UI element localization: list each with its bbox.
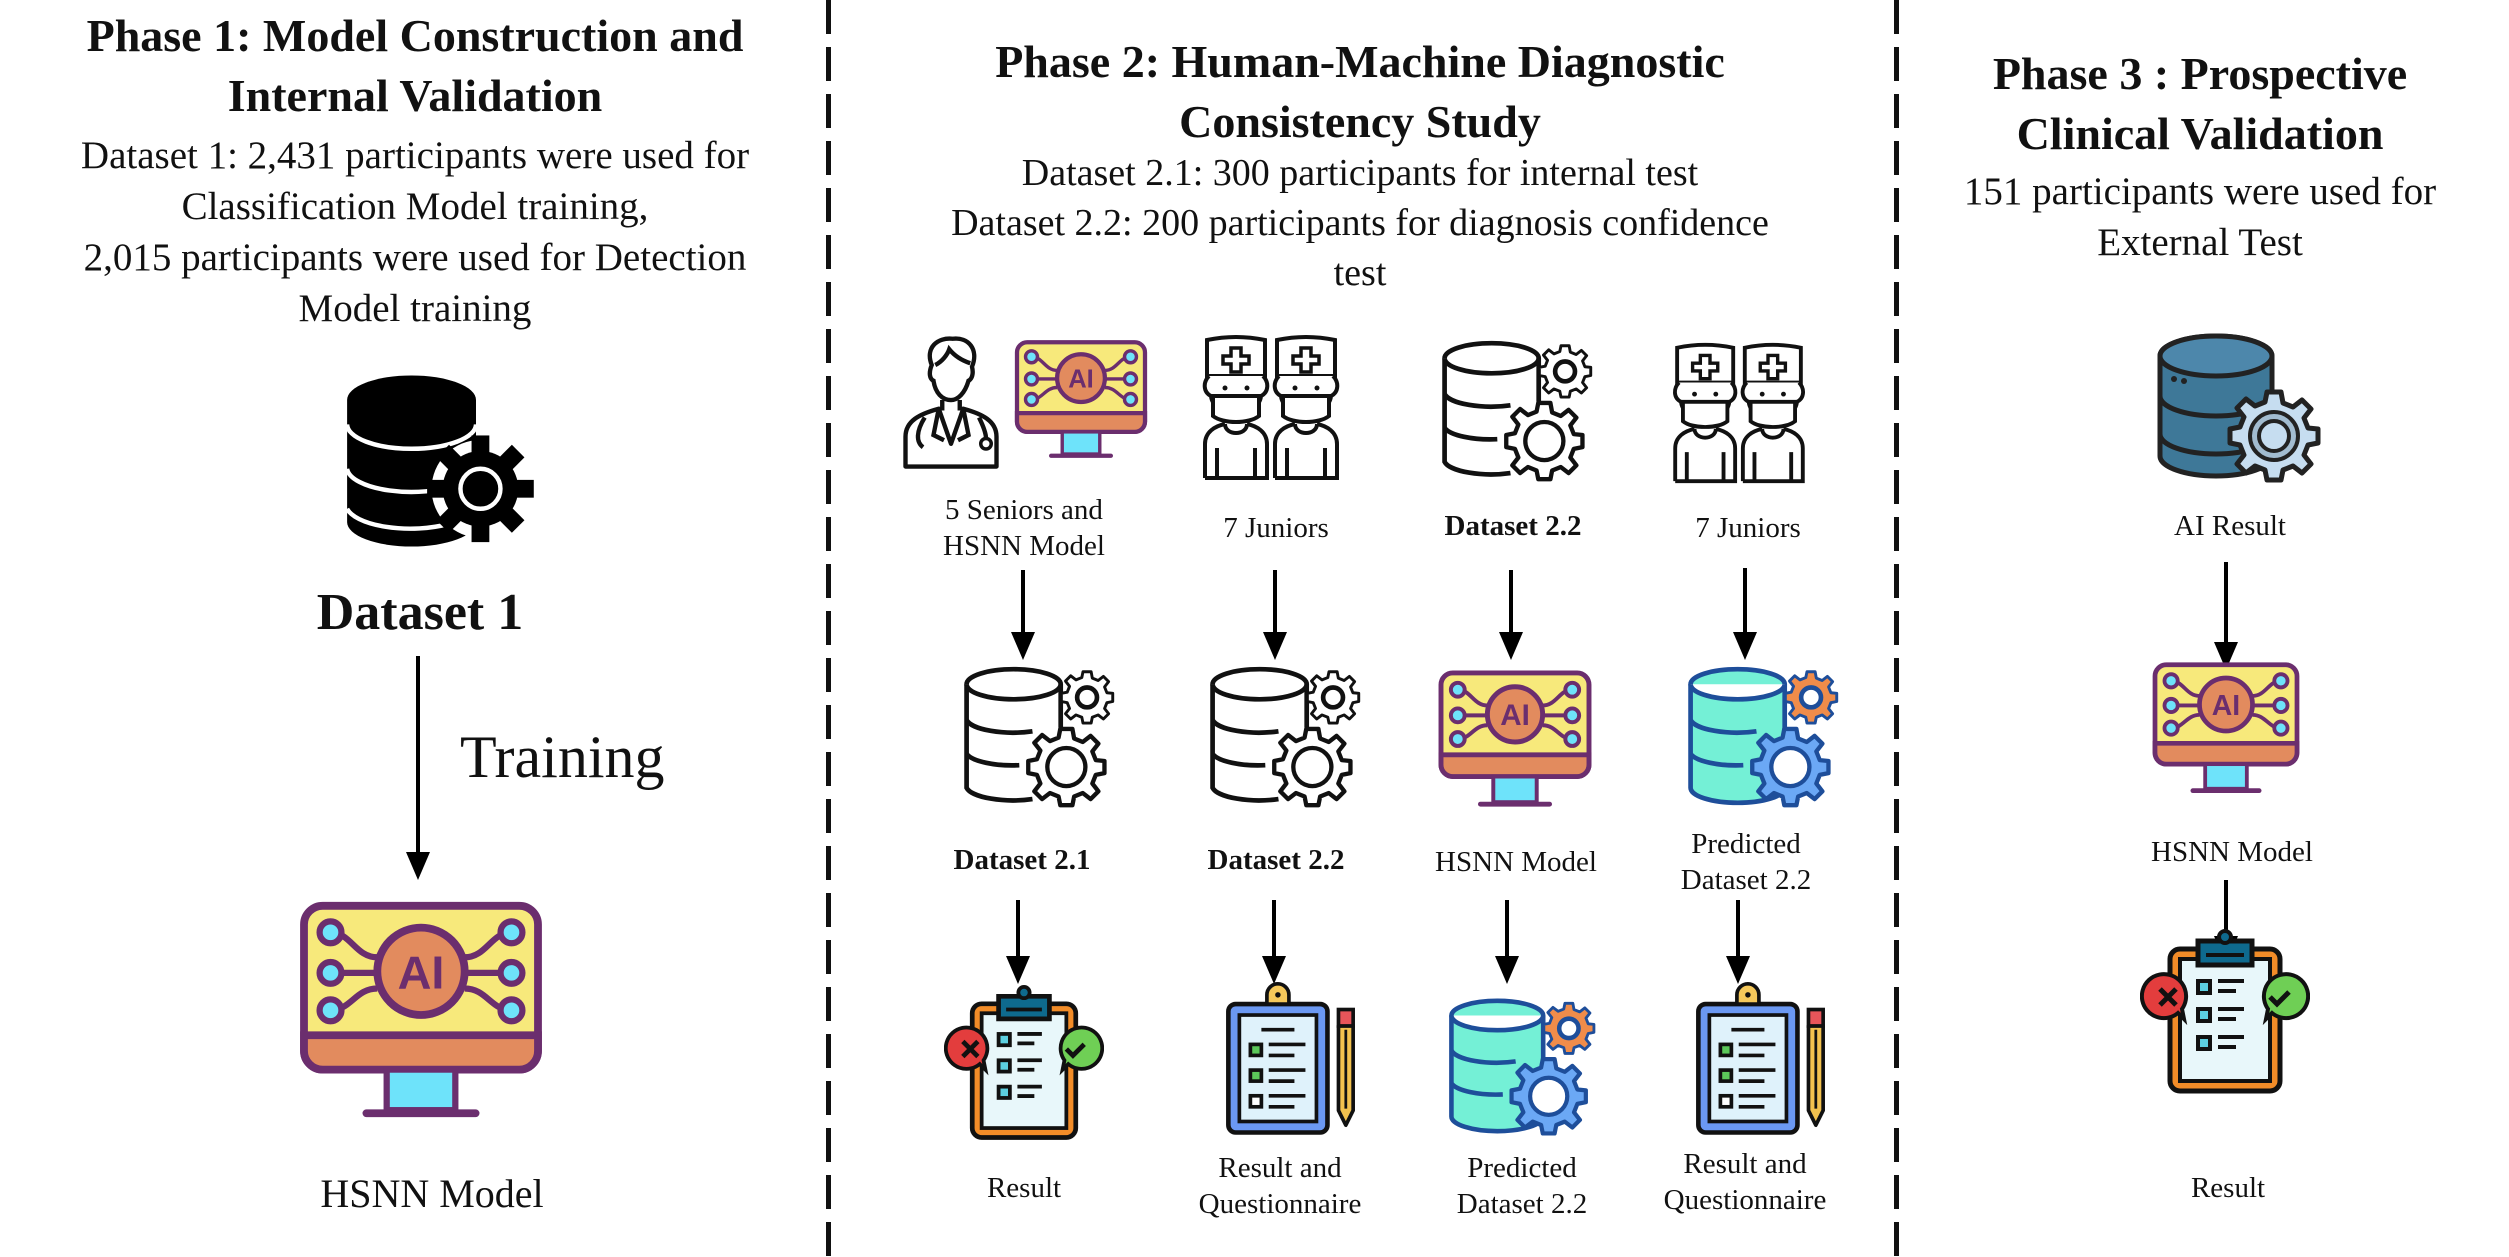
label-line: Predicted	[1691, 828, 1801, 860]
phase-2-col-4-top-label: 7 Juniors	[1695, 512, 1801, 544]
clipboard-questionnaire-icon	[1680, 978, 1836, 1142]
label-line: Dataset 2.2	[1680, 864, 1812, 896]
phase-2-desc-line: Dataset 2.1: 300 participants for intern…	[1021, 152, 1699, 194]
label-line: Questionnaire	[1198, 1188, 1362, 1220]
phase-2-col-3-top-label: Dataset 2.2	[1444, 510, 1582, 542]
phase-2-description: Dataset 2.1: 300 participants for intern…	[951, 148, 1769, 298]
phase-separator-2	[1894, 0, 1899, 1257]
clipboard-result-icon	[944, 984, 1104, 1146]
database-gear-blue-icon	[2150, 324, 2330, 494]
phase-1-title-line-1: Phase 1: Model Construction and	[86, 10, 744, 61]
phase-1-title: Phase 1: Model Construction and Internal…	[87, 6, 744, 126]
phase-3-title-line-1: Phase 3 : Prospective	[1992, 48, 2408, 99]
label-line: HSNN Model	[943, 530, 1105, 562]
database-gears-outline-icon	[954, 656, 1126, 816]
label-line: Questionnaire	[1663, 1184, 1827, 1216]
phase-2-col-1-mid-label: Dataset 2.1	[953, 844, 1091, 876]
phase-3-result-label: Result	[2190, 1172, 2266, 1204]
phase-2-col-4-bottom-label: Result and Questionnaire	[1664, 1146, 1827, 1218]
phase-3-desc-line: 151 participants were used for	[1963, 170, 2437, 213]
masked-nurses-icon	[1200, 332, 1342, 482]
hsnn-model-label: HSNN Model	[320, 1171, 544, 1216]
phase-2-col-2-bottom-label: Result and Questionnaire	[1199, 1150, 1362, 1222]
phase-2-col-4-mid-label: Predicted Dataset 2.2	[1681, 826, 1811, 898]
phase-1-desc-line: Dataset 1: 2,431 participants were used …	[80, 134, 750, 177]
database-gears-color-icon	[1678, 656, 1850, 816]
phase-3-description: 151 participants were used for External …	[1964, 166, 2436, 268]
label-line: 5 Seniors and	[945, 494, 1103, 526]
ai-monitor-icon	[1012, 338, 1150, 466]
phase-2-col-2-top-label: 7 Juniors	[1223, 512, 1329, 544]
label-line: Dataset 2.2	[1456, 1188, 1588, 1220]
phase-2-desc-line: test	[1333, 252, 1387, 294]
training-label: Training	[460, 724, 665, 790]
phase-2-title: Phase 2: Human-Machine Diagnostic Consis…	[995, 32, 1725, 152]
database-gears-outline-icon	[1200, 656, 1372, 816]
phase-2-col-2-mid-label: Dataset 2.2	[1207, 844, 1345, 876]
label-line: Result and	[1218, 1152, 1342, 1184]
database-gears-color-icon	[1440, 988, 1606, 1144]
phase-3-ai-result-label: AI Result	[2174, 510, 2286, 542]
phase-3-hsnn-model-label: HSNN Model	[2151, 836, 2313, 868]
masked-nurses-icon	[1664, 340, 1814, 485]
phase-3-title: Phase 3 : Prospective Clinical Validatio…	[1993, 44, 2407, 164]
clipboard-result-icon	[2140, 926, 2310, 1102]
phase-2-col-1-bottom-label: Result	[986, 1172, 1062, 1204]
label-line: Result and	[1683, 1148, 1807, 1180]
phase-2-col-3-mid-label: HSNN Model	[1435, 846, 1597, 878]
ai-monitor-icon	[2150, 660, 2302, 802]
phase-2-title-line-1: Phase 2: Human-Machine Diagnostic	[995, 36, 1725, 87]
doctor-icon	[898, 330, 1004, 470]
dataset-1-label: Dataset 1	[316, 584, 524, 641]
phase-1-title-line-2: Internal Validation	[227, 70, 603, 121]
phase-1-desc-line: Classification Model training,	[181, 185, 649, 228]
phase-2-col-1-top-label: 5 Seniors and HSNN Model	[943, 492, 1105, 564]
ai-monitor-icon	[1436, 668, 1594, 816]
phase-separator-1	[826, 0, 831, 1257]
database-gears-outline-icon	[1432, 330, 1604, 490]
phase-2-desc-line: Dataset 2.2: 200 participants for diagno…	[951, 202, 1769, 244]
database-gear-icon	[336, 366, 536, 556]
phase-2-col-3-bottom-label: Predicted Dataset 2.2	[1457, 1150, 1587, 1222]
phase-1-desc-line: 2,015 participants were used for Detecti…	[83, 236, 747, 279]
clipboard-questionnaire-icon	[1210, 978, 1366, 1142]
phase-3-desc-line: External Test	[2097, 221, 2303, 264]
phase-1-desc-line: Model training	[298, 287, 532, 330]
phase-1-description: Dataset 1: 2,431 participants were used …	[81, 130, 749, 334]
phase-2-title-line-2: Consistency Study	[1179, 96, 1541, 147]
ai-monitor-icon	[296, 898, 546, 1132]
label-line: Predicted	[1467, 1152, 1577, 1184]
phase-3-title-line-2: Clinical Validation	[2016, 108, 2384, 159]
